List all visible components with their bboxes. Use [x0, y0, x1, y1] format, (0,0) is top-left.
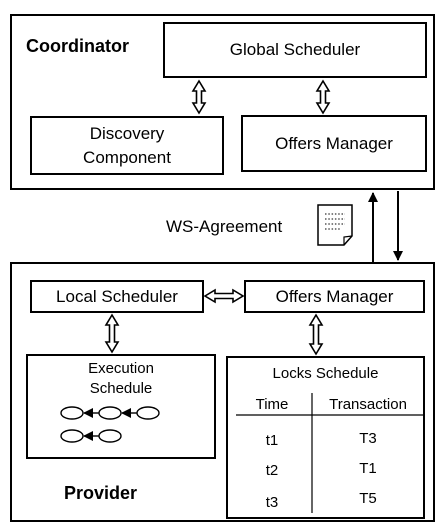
provider-offers-manager-label: Offers Manager [275, 286, 394, 306]
locks-row-2-time: t2 [265, 462, 279, 479]
discovery-component: Discovery Component [30, 116, 224, 175]
coordinator-offers-manager: Offers Manager [241, 115, 427, 172]
ws-agreement-label: WS-Agreement [166, 217, 283, 236]
discovery-label-line2: Component [83, 147, 171, 167]
provider-offers-manager: Offers Manager [244, 280, 425, 313]
locks-col-transaction: Transaction [329, 396, 407, 413]
local-scheduler-label: Local Scheduler [56, 286, 178, 306]
hollow-double-arrow-local-offers [203, 288, 245, 304]
hollow-double-arrow-offers-locks [308, 313, 324, 356]
execution-label-line2: Schedule [89, 380, 153, 397]
global-scheduler-label: Global Scheduler [229, 40, 361, 59]
hollow-double-arrow-global-offers [315, 79, 331, 115]
execution-schedule: Execution Schedule [26, 354, 216, 459]
discovery-label-line1: Discovery [89, 123, 165, 143]
locks-row-1-time: t1 [265, 432, 279, 449]
exec-node-1 [60, 406, 84, 420]
exec-node-5 [98, 429, 122, 443]
execution-label-line1: Execution [88, 360, 154, 377]
coordinator-offers-manager-label: Offers Manager [275, 133, 393, 153]
local-scheduler: Local Scheduler [30, 280, 204, 313]
locks-schedule: Locks Schedule Time Transaction t1 T3 t2… [226, 356, 425, 519]
locks-row-3-time: t3 [265, 494, 279, 511]
provider-title: Provider [64, 483, 138, 503]
hollow-double-arrow-global-discovery [191, 79, 207, 115]
locks-schedule-title: Locks Schedule [272, 365, 379, 382]
exec-node-3 [136, 406, 160, 420]
hollow-double-arrow-local-execution [104, 313, 120, 354]
locks-row-2-transaction: T1 [359, 460, 377, 477]
exec-node-4 [60, 429, 84, 443]
locks-row-3-transaction: T5 [359, 490, 377, 507]
locks-row-1-transaction: T3 [359, 430, 377, 447]
document-icon [317, 204, 353, 246]
locks-col-time: Time [255, 396, 289, 413]
coordinator-title: Coordinator [26, 36, 129, 56]
global-scheduler: Global Scheduler [163, 22, 427, 78]
exec-node-2 [98, 406, 122, 420]
